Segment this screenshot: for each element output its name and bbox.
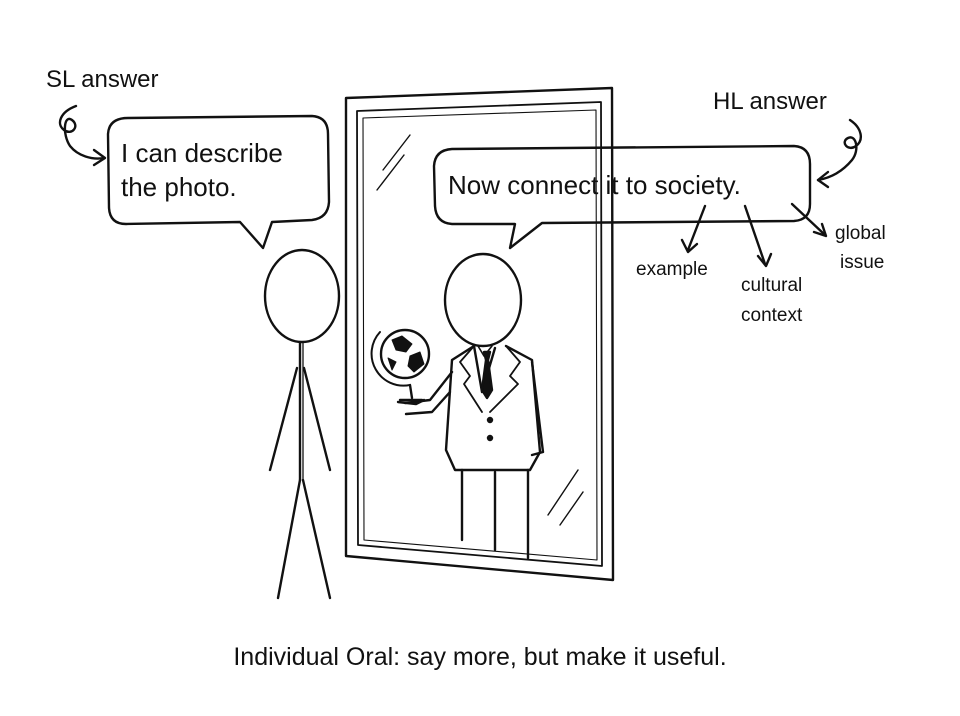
branch-arrows bbox=[680, 202, 828, 268]
sl-bubble-text-line2: the photo. bbox=[121, 172, 237, 202]
sl-answer-label: SL answer bbox=[46, 66, 159, 93]
suited-reflection bbox=[403, 252, 545, 560]
caption: Individual Oral: say more, but make it u… bbox=[233, 643, 727, 671]
branch-cultural-line2: context bbox=[741, 305, 803, 326]
branch-example: example bbox=[636, 259, 708, 280]
mirror bbox=[344, 86, 615, 582]
hl-bubble-text: Now connect it to society. bbox=[448, 170, 741, 200]
sl-bubble-text-line1: I can describe bbox=[121, 138, 283, 168]
hl-speech-bubble bbox=[432, 144, 812, 250]
sl-curly-arrow bbox=[58, 104, 107, 167]
branch-cultural-line1: cultural bbox=[741, 275, 803, 296]
hl-curly-arrow bbox=[816, 118, 862, 189]
hl-answer-label: HL answer bbox=[713, 88, 827, 115]
branch-global-line2: issue bbox=[840, 252, 885, 273]
sl-speech-bubble bbox=[106, 114, 331, 250]
globe-icon bbox=[370, 328, 431, 406]
branch-global-line1: global bbox=[835, 223, 886, 244]
stick-figure bbox=[263, 248, 341, 600]
